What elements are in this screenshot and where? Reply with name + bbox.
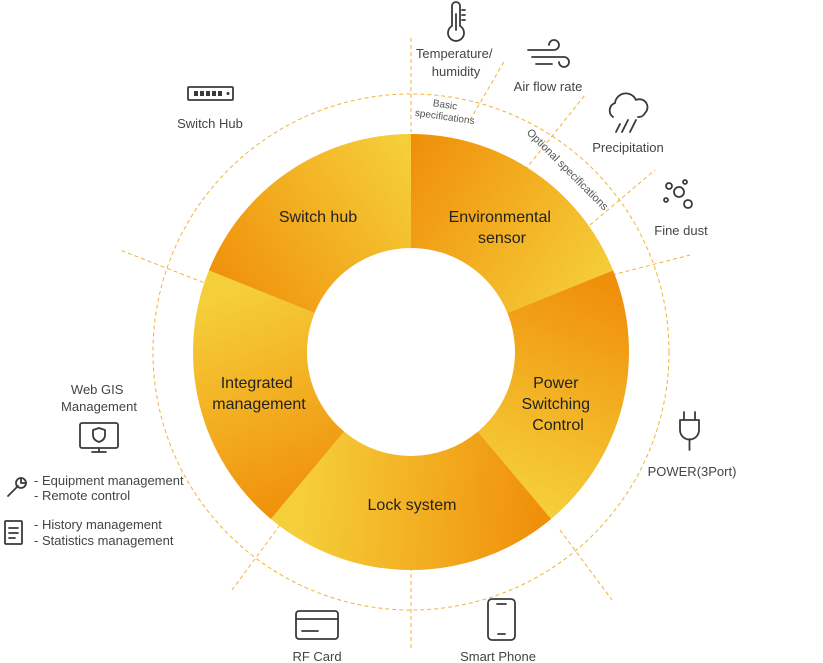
thermometer-icon [447,1,466,42]
label-power-3port: POWER(3Port) [648,464,737,479]
label-integrated-management: Integrated management [212,375,306,413]
network-switch-icon [187,86,234,101]
dust-particles-icon [663,179,693,209]
label-switch-hub: Switch hub [279,209,357,226]
outer-dashed-ring [152,93,670,611]
label-lock-system: Lock system [368,497,457,514]
monitor-shield-icon [79,422,119,453]
label-smart-phone: Smart Phone [460,649,536,663]
segment-switch-hub[interactable] [208,134,411,314]
rain-cloud-icon [608,92,649,133]
label-air-flow-rate: Air flow rate [514,79,583,94]
document-icon [4,520,23,545]
divider-lines [119,38,691,650]
label-switch-hub-external: Switch Hub [177,116,243,131]
card-icon [295,610,339,640]
label-environmental-sensor: Environmental sensor [449,209,556,247]
label-equipment-remote: - Equipment management - Remote control [34,473,187,503]
segment-integrated-management[interactable] [192,270,345,519]
label-power-switching-control: Power Switching Control [522,375,595,434]
plug-icon [679,411,700,451]
label-fine-dust: Fine dust [654,223,708,238]
label-precipitation: Precipitation [592,140,664,155]
segment-lock-system[interactable] [270,431,552,570]
segment-environmental-sensor[interactable] [411,134,614,314]
label-history-statistics: - History management - Statistics manage… [34,517,174,548]
label-basic-specifications: Basic specifications [414,96,477,127]
wrench-icon [7,477,27,497]
label-temperature-humidity: Temperature/ humidity [416,46,496,79]
label-rf-card: RF Card [292,649,341,663]
label-web-gis-management: Web GIS Management [61,382,137,414]
segment-power-switching-control[interactable] [477,270,629,519]
smartphone-icon [487,598,516,641]
wind-icon [527,39,570,68]
